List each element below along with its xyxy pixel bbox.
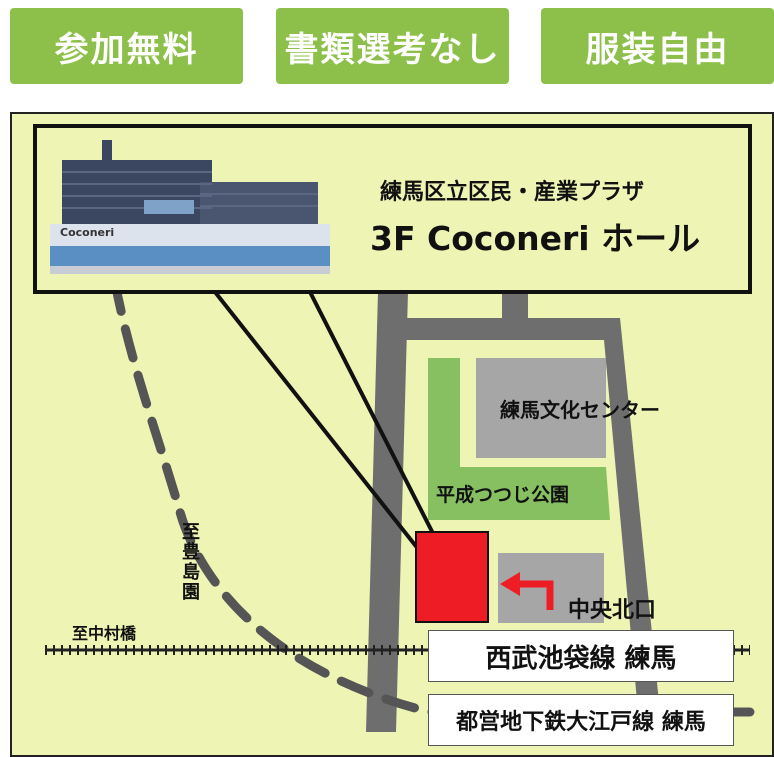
- venue-name-line2: 3F Coconeri ホール: [370, 219, 701, 258]
- park-block: [428, 358, 610, 520]
- culture-center-block: [476, 358, 606, 458]
- to-toshimaen-label: 至豊島園: [179, 522, 200, 602]
- exit-arrow-line: [510, 580, 554, 610]
- venue-name-line1: 練馬区立区民・産業プラザ: [380, 180, 645, 205]
- access-map: Coconeri 練馬区立区民・産業プラザ 3F Coconeri ホール 練馬…: [10, 112, 774, 757]
- culture-center-label: 練馬文化センター: [500, 398, 660, 422]
- central-north-exit-label: 中央北口: [568, 598, 657, 623]
- map-drawing: [10, 112, 774, 757]
- seibu-station-label: 西武池袋線 練馬: [428, 630, 734, 682]
- free-admission-badge: 参加無料: [10, 8, 243, 84]
- venue-marker: [415, 531, 489, 623]
- casual-dress-badge: 服装自由: [541, 8, 774, 84]
- building-photo: [50, 132, 335, 282]
- oedo-line-dashed: [110, 277, 755, 717]
- to-nakamurabashi-label: 至中村橋: [72, 624, 137, 643]
- building-sign: Coconeri: [60, 226, 115, 239]
- exit-arrow-head: [500, 572, 520, 596]
- no-document-screening-badge: 書類選考なし: [276, 8, 509, 84]
- park-label: 平成つつじ公園: [436, 484, 570, 506]
- oedo-station-label: 都営地下鉄大江戸線 練馬: [428, 694, 734, 746]
